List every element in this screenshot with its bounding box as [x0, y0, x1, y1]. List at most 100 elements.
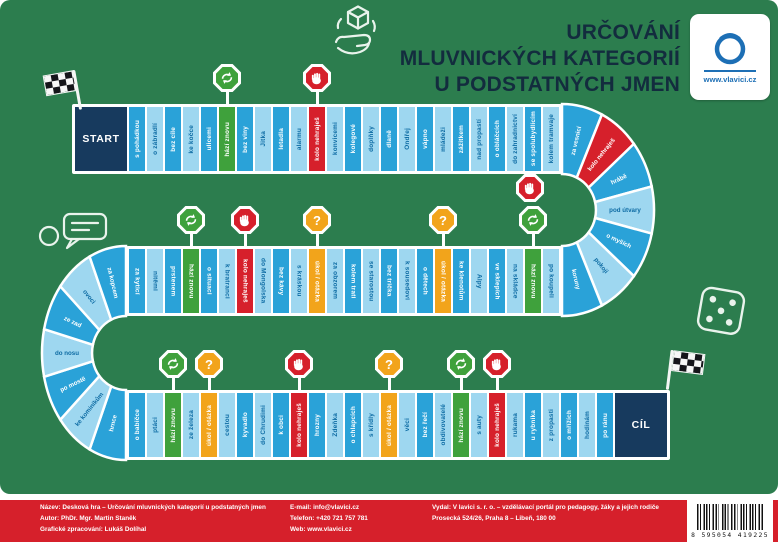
board-cell-label: o babičce [133, 409, 141, 441]
board-cell: bez viny [237, 107, 253, 171]
board-cell-label: konvicemi [331, 122, 339, 156]
board-cell: s křídly [363, 393, 379, 457]
footer-contact: E-mail: info@vlavici.cz Telefon: +420 72… [290, 502, 368, 535]
footer-credit-line: Autor: PhDr. Mgr. Martin Staněk [40, 515, 137, 523]
sign-pole [441, 232, 445, 246]
stop-hand-icon [293, 358, 303, 371]
question-sign-face: ? [378, 353, 400, 375]
question-sign: ? [303, 206, 331, 234]
board-cell-label: ve sklepích [493, 262, 501, 300]
roll-again-sign-face [180, 209, 202, 231]
board-cell-label: doplňky [367, 126, 375, 152]
board-cell-orange: úkol / otázka [381, 393, 397, 457]
board-cell: o obláčcích [489, 107, 505, 171]
board-cell: cestou [219, 393, 235, 457]
sign-pole [387, 376, 391, 390]
page-title: URČOVÁNÍ MLUVNICKÝCH KATEGORIÍ U PODSTAT… [400, 20, 680, 98]
skip-turn-sign [231, 206, 259, 234]
board-cell: z propasti [543, 393, 559, 457]
board-cell: bez řečí [417, 393, 433, 457]
board-cell-label: nad propastí [475, 118, 483, 160]
board-cell-label: po ránu [601, 412, 609, 438]
footer-credit-line: Grafické zpracování: Lukáš Dolíhal [40, 526, 147, 534]
board-cell-label: kolo nehraješ [241, 259, 249, 303]
board-cell-label: cestou [223, 414, 231, 436]
board-cell-label: se starostou [367, 260, 375, 302]
board-cell: hodinám [579, 393, 595, 457]
skip-turn-sign-face [234, 209, 256, 231]
board-cell-label: kolegové [349, 124, 357, 154]
board-cell-label: z propasti [547, 408, 555, 442]
publisher-url: www.vlavici.cz [703, 70, 757, 84]
board-cell: na skládce [507, 249, 523, 313]
footer-publisher-line: Prosecká 524/26, Praha 8 – Libeň, 180 00 [432, 515, 556, 523]
board-cell-label: vápno [421, 129, 429, 149]
question-sign: ? [195, 350, 223, 378]
skip-turn-sign [483, 350, 511, 378]
board-cell-label: úkol / otázka [385, 404, 393, 446]
board-cell-label: o zábradlí [151, 123, 159, 155]
board-cell-label: se spolubydlícím [529, 111, 537, 167]
recycle-arrows-icon [455, 358, 467, 370]
board-cell-green: hází znovu [453, 393, 469, 457]
board-cell-label: dlaně [385, 130, 393, 148]
board-cell-label: Alpy [475, 273, 483, 289]
board-cell: ze železa [183, 393, 199, 457]
board-cell: letadla [273, 107, 289, 171]
board-cell-label: s křídly [367, 413, 375, 437]
barcode-bars [697, 504, 763, 530]
vlavici-logo-icon [714, 33, 746, 65]
board-cell-label: rukama [511, 413, 519, 437]
board-cell-label: hází znovu [187, 263, 195, 299]
board-cell-label: nitěmi [151, 270, 159, 292]
board-cell: rukama [507, 393, 523, 457]
board-cell: bez cíle [165, 107, 181, 171]
roll-again-sign-face [450, 353, 472, 375]
board-cell: s auty [471, 393, 487, 457]
board-cell-label: věci [403, 418, 411, 432]
board-cell-label: Zdeňka [331, 413, 339, 437]
board-cell-label: kolo nehraješ [493, 403, 501, 447]
board-cell: k sousedovi [399, 249, 415, 313]
board-cell: kolem tramvaje [543, 107, 559, 171]
board-cell-label: bez řečí [421, 412, 429, 438]
board-cell: o zábradlí [147, 107, 163, 171]
footer-credits: Název: Desková hra – Určování mluvnickýc… [40, 502, 266, 535]
footer-publisher: Vydal: V lavici s. r. o. – vzdělávací po… [432, 502, 659, 524]
board-cell: k obci [273, 393, 289, 457]
footer-credit-line: Název: Desková hra – Určování mluvnickýc… [40, 504, 266, 511]
board-cell: u rybníka [525, 393, 541, 457]
board-cell-label: s auty [475, 415, 483, 435]
board-cell: s kráskou [291, 249, 307, 313]
board-cell-green: hází znovu [525, 249, 541, 313]
board-cell-label: kolem trati [349, 263, 357, 299]
board-cell-green: hází znovu [165, 393, 181, 457]
start-cell: START [75, 107, 127, 171]
board-cell: o chlapcích [345, 393, 361, 457]
board-cell-label: Ondřej [403, 128, 411, 150]
finish-cell: CÍL [615, 393, 667, 457]
board-cell: ve sklepích [489, 249, 505, 313]
board-cell-label: letadla [277, 128, 285, 150]
board-cell-label: hází znovu [223, 121, 231, 157]
board-cell: prstenem [165, 249, 181, 313]
question-mark-icon: ? [385, 356, 393, 372]
board-cell: doplňky [363, 107, 379, 171]
board-cell: o babičce [129, 393, 145, 457]
board-cell-label: o obláčcích [493, 120, 501, 158]
board-cell-label: k obci [277, 415, 285, 435]
board-cell: Alpy [471, 249, 487, 313]
board-cell-label: s pohádkou [133, 120, 141, 158]
board-cell-label: bez trička [385, 265, 393, 297]
title-line-1: URČOVÁNÍ [566, 21, 680, 44]
board-cell-label: bez cíle [169, 126, 177, 152]
board-cell-red: kolo nehraješ [309, 107, 325, 171]
stop-hand-icon [239, 214, 249, 227]
board-cell-label: do Mongolska [259, 258, 267, 304]
question-sign-face: ? [432, 209, 454, 231]
roll-again-sign [519, 206, 547, 234]
hand-with-dice-icon [334, 5, 376, 55]
sign-pole [207, 376, 211, 390]
board-cell-label: zážitkem [457, 124, 465, 154]
